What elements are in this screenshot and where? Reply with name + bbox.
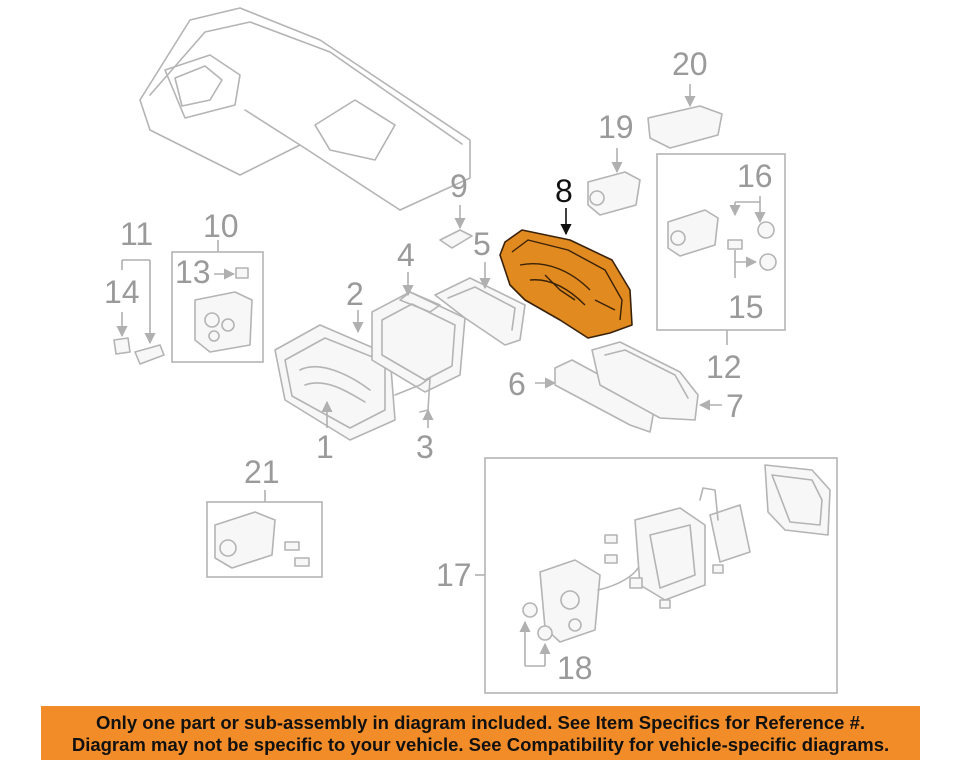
part-20-switch: 20 (647, 46, 723, 149)
callout-19: 19 (598, 109, 634, 145)
part-9-clip: 9 (439, 168, 473, 249)
callout-5: 5 (473, 226, 491, 262)
callout-21: 21 (244, 454, 280, 490)
callout-12: 12 (706, 349, 742, 385)
part-1-cluster-case: 1 (274, 324, 396, 465)
callout-14: 14 (104, 274, 140, 310)
callout-18: 18 (557, 650, 593, 686)
callout-6: 6 (508, 366, 526, 402)
part-19-switch: 19 (587, 109, 641, 216)
part-6-lens: 6 (508, 359, 656, 433)
callout-17: 17 (436, 557, 472, 593)
group-11-14: 11 14 (104, 216, 165, 365)
group-17-box: 17 18 (436, 457, 838, 694)
callout-7: 7 (726, 388, 744, 424)
callout-11: 11 (120, 216, 153, 252)
callout-3: 3 (416, 429, 434, 465)
callout-1: 1 (316, 429, 334, 465)
group-21-box: 21 (206, 454, 323, 578)
part-3-bracket: 3 (394, 377, 434, 465)
callout-10: 10 (203, 208, 239, 244)
callout-13: 13 (175, 254, 211, 290)
part-4-panel: 4 (397, 237, 441, 313)
group-10-box: 10 13 (171, 208, 264, 363)
part-5-visor: 5 (434, 226, 526, 346)
callout-8: 8 (555, 173, 573, 209)
group-12-box: 12 16 15 (656, 153, 786, 385)
disclaimer-line-2: Diagram may not be specific to your vehi… (71, 734, 890, 755)
callout-4: 4 (397, 237, 415, 273)
callout-16: 16 (737, 158, 773, 194)
callout-9: 9 (450, 168, 468, 204)
callout-20: 20 (672, 46, 708, 82)
disclaimer-banner: Only one part or sub-assembly in diagram… (41, 706, 920, 760)
disclaimer-line-1: Only one part or sub-assembly in diagram… (95, 712, 865, 733)
dashboard-outline (139, 7, 471, 211)
callout-15: 15 (728, 289, 764, 325)
part-7-housing: 7 (591, 341, 744, 424)
callout-2: 2 (346, 276, 364, 312)
part-8-highlighted-case: 8 (499, 173, 633, 339)
